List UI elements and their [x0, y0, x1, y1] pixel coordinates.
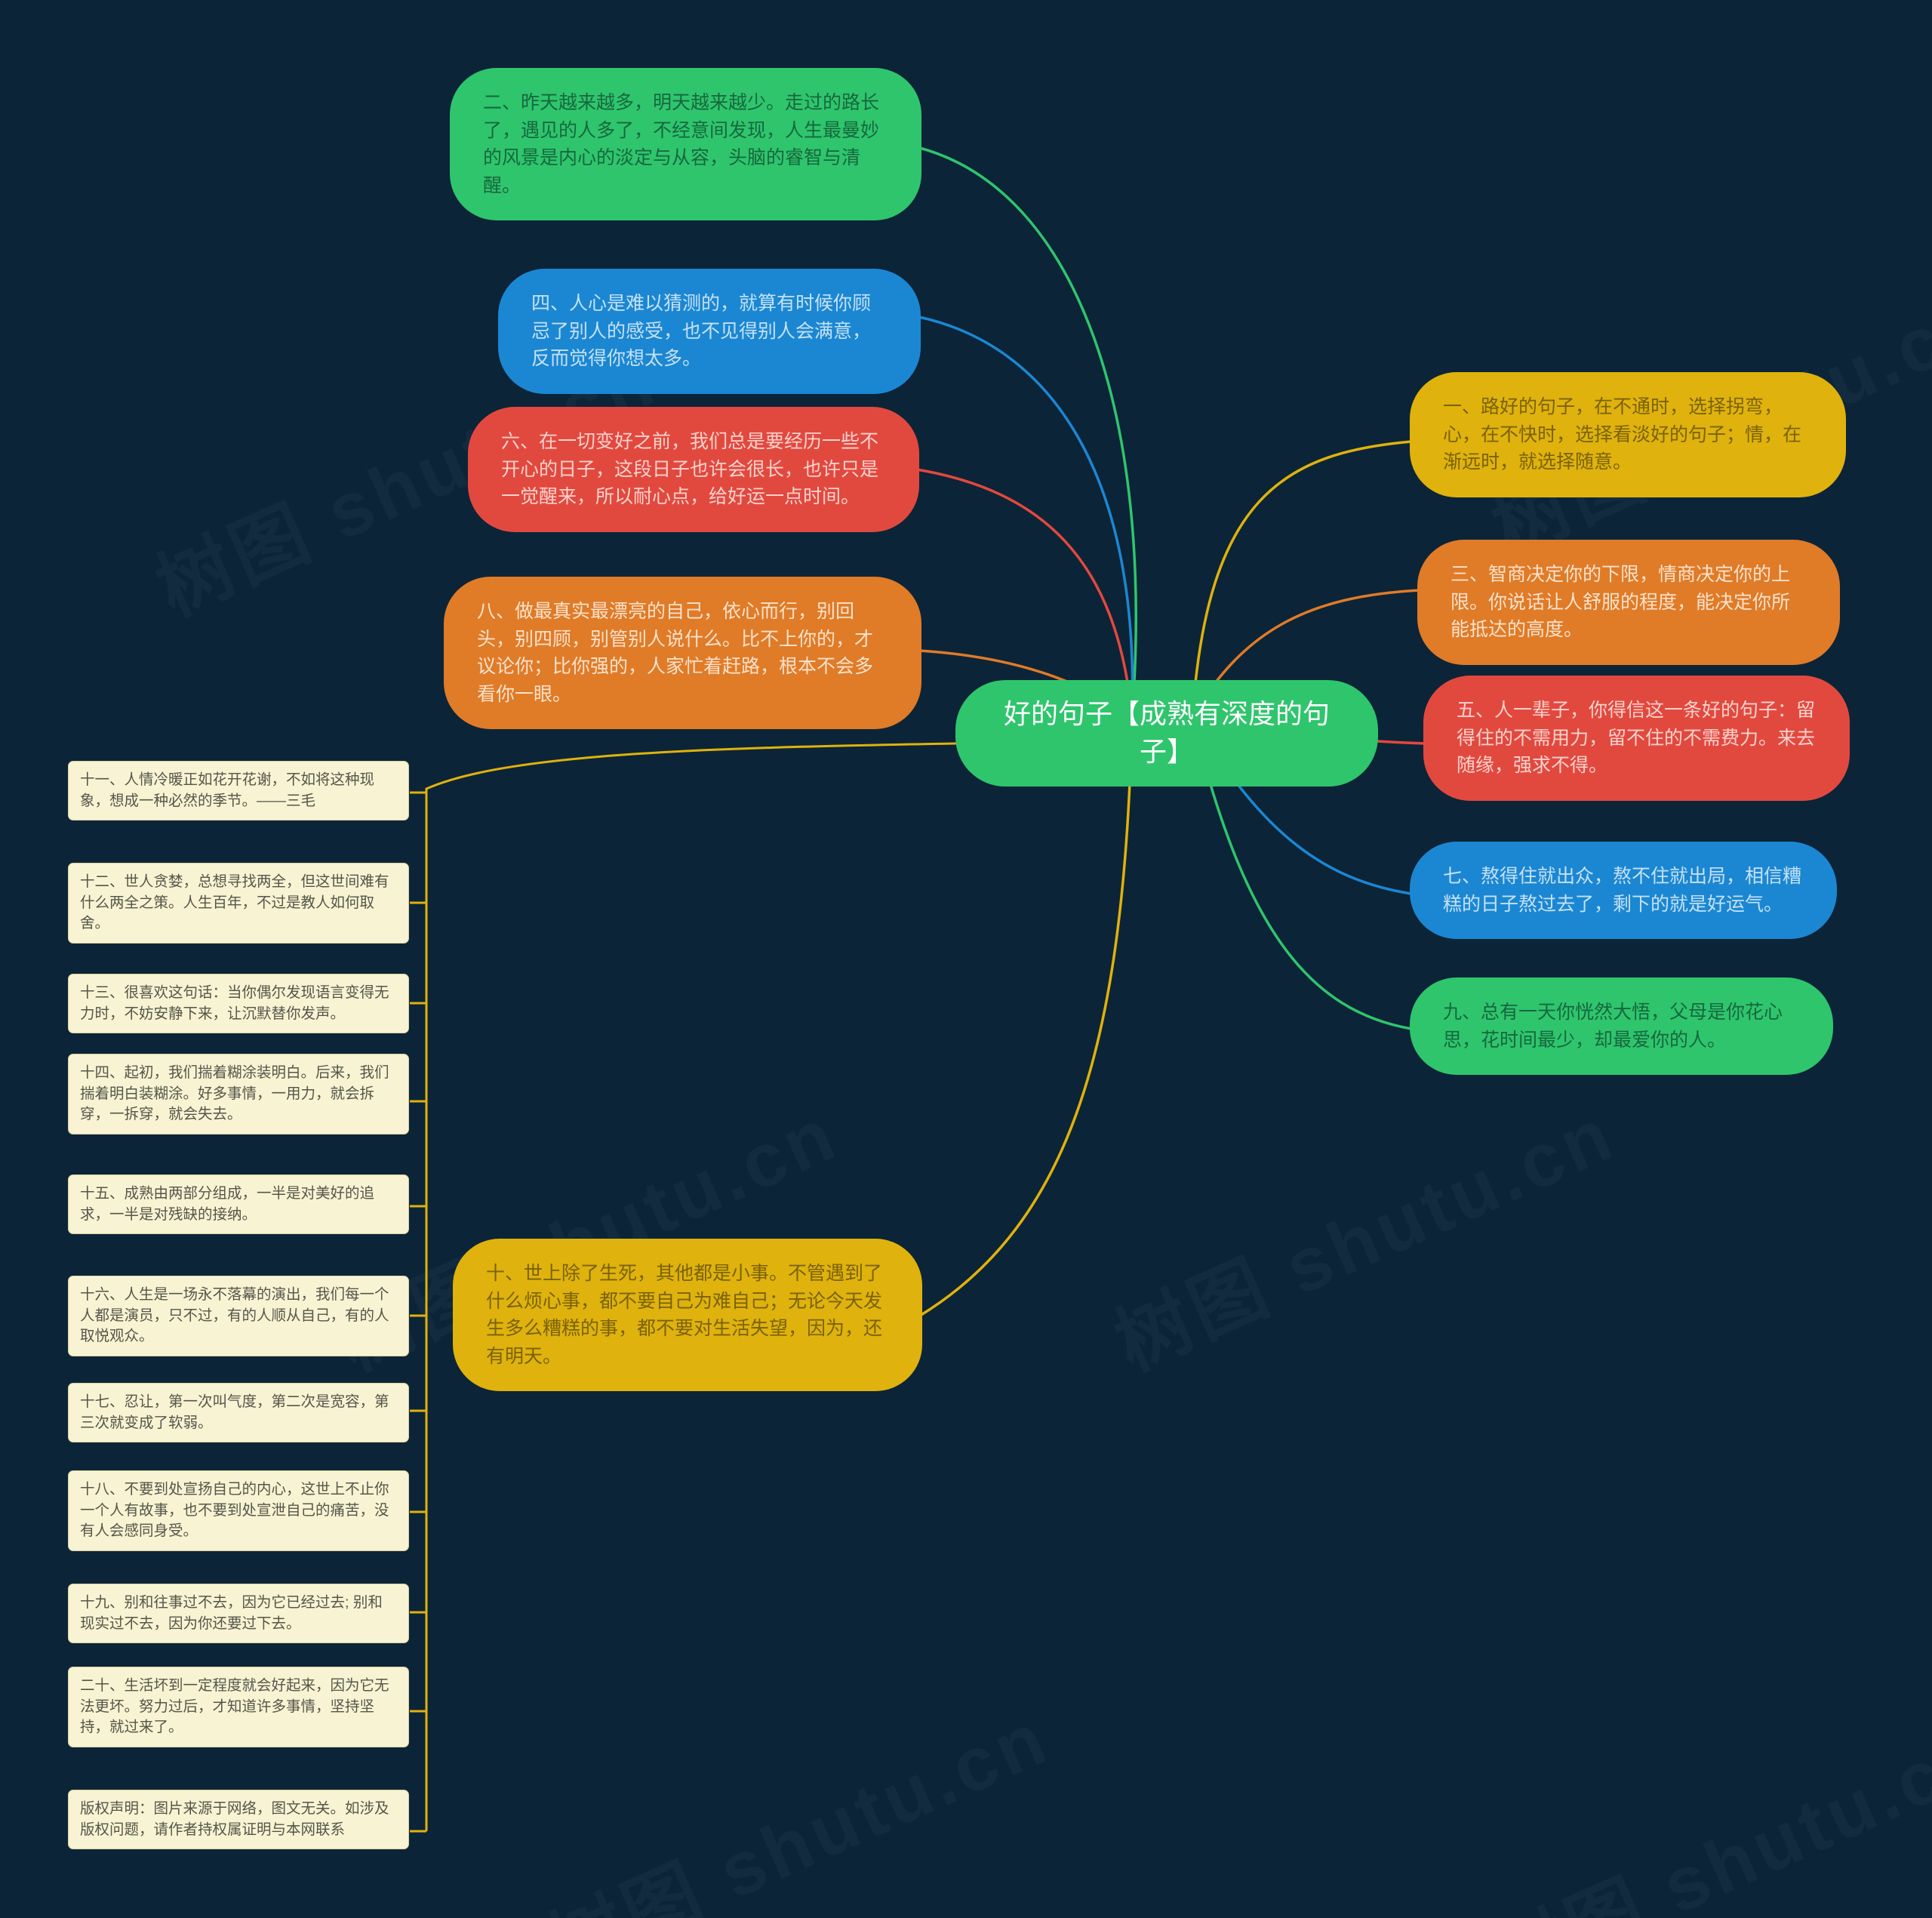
note-box-11: 十一、人情冷暖正如花开花谢，不如将这种现象，想成一种必然的季节。——三毛 [68, 761, 409, 821]
connector-branch-9 [1191, 716, 1412, 1030]
note-box-16: 十六、人生是一场永不落幕的演出，我们每一个人都是演员，只不过，有的人顺从自己，有… [68, 1276, 409, 1357]
branch-node-10: 十、世上除了生死，其他都是小事。不管遇到了什么烦心事，都不要自己为难自己；无论今… [453, 1239, 922, 1391]
connector-branch-4 [918, 316, 1134, 718]
note-box-15: 十五、成熟由两部分组成，一半是对美好的追求，一半是对残缺的接纳。 [68, 1175, 409, 1235]
branch-node-9: 九、总有一天你恍然大悟，父母是你花心思，花时间最少，却最爱你的人。 [1410, 977, 1833, 1075]
connector-branch-6 [916, 468, 1134, 718]
root-node: 好的句子【成熟有深度的句子】 [955, 680, 1378, 787]
connector-branch-10 [919, 716, 1134, 1317]
note-box-14: 十四、起初，我们揣着糊涂装明白。后来，我们揣着明白装糊涂。好多事情，一用力，就会… [68, 1054, 409, 1135]
connector-branch-1 [1191, 440, 1412, 718]
branch-node-8: 八、做最真实最漂亮的自己，依心而行，别回头，别四顾，别管别人说什么。比不上你的，… [444, 577, 921, 729]
copyright-note: 版权声明：图片来源于网络，图文无关。如涉及版权问题，请作者持权属证明与本网联系 [68, 1790, 409, 1850]
note-box-19: 十九、别和往事过不去，因为它已经过去; 别和现实过不去，因为你还要过下去。 [68, 1584, 409, 1644]
note-box-20: 二十、生活坏到一定程度就会好起来，因为它无法更坏。努力过后，才知道许多事情，坚持… [68, 1667, 409, 1748]
branch-node-3: 三、智商决定你的下限，情商决定你的上限。你说话让人舒服的程度，能决定你所能抵达的… [1417, 540, 1840, 665]
note-box-12: 十二、世人贪婪，总想寻找两全，但这世间难有什么两全之策。人生百年，不过是教人如何… [68, 863, 409, 944]
note-box-13: 十三、很喜欢这句话：当你偶尔发现语言变得无力时，不妨安静下来，让沉默替你发声。 [68, 974, 409, 1034]
branch-node-4: 四、人心是难以猜测的，就算有时候你顾忌了别人的感受，也不见得别人会满意，反而觉得… [498, 269, 921, 394]
branch-node-7: 七、熬得住就出众，熬不住就出局，相信糟糕的日子熬过去了，剩下的就是好运气。 [1410, 842, 1837, 939]
note-box-17: 十七、忍让，第一次叫气度，第二次是宽容，第三次就变成了软弱。 [68, 1383, 409, 1443]
note-box-18: 十八、不要到处宣扬自己的内心，这世上不止你一个人有故事，也不要到处宣泄自己的痛苦… [68, 1470, 409, 1552]
branch-node-5: 五、人一辈子，你得信这一条好的句子：留得住的不需用力，留不住的不需费力。来去随缘… [1423, 676, 1850, 801]
branch-node-6: 六、在一切变好之前，我们总是要经历一些不开心的日子，这段日子也许会很长，也许只是… [468, 407, 919, 532]
branch-node-2: 二、昨天越来越多，明天越来越少。走过的路长了，遇见的人多了，不经意间发现，人生最… [450, 68, 921, 220]
branch-node-1: 一、路好的句子，在不通时，选择拐弯，心，在不快时，选择看淡好的句子；情，在渐远时… [1410, 372, 1846, 497]
connector-branch-2 [916, 146, 1137, 718]
